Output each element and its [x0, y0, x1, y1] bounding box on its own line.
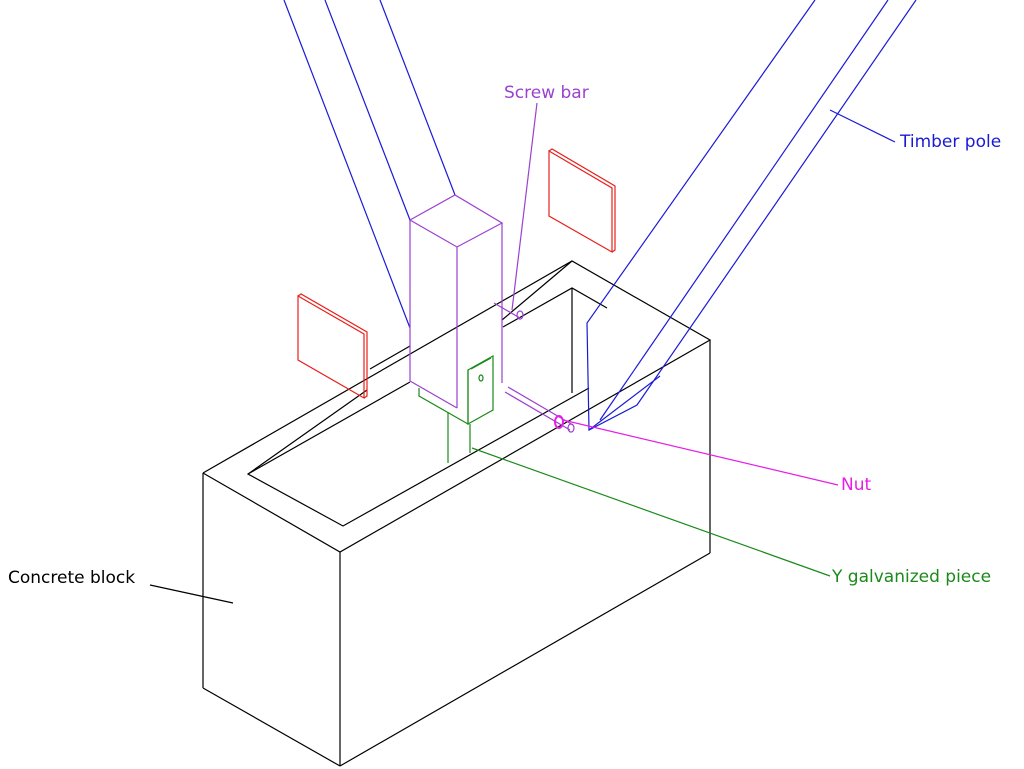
label-screw-bar: Screw bar	[504, 83, 589, 103]
nut	[554, 415, 839, 486]
y-galvanized-piece	[418, 354, 831, 577]
label-timber-pole: Timber pole	[900, 132, 1002, 152]
label-concrete-block: Concrete block	[8, 568, 136, 588]
concrete-block-leader	[149, 584, 234, 604]
label-nut: Nut	[841, 475, 872, 495]
label-y-galvanized-piece: Y galvanized piece	[832, 567, 992, 587]
timber-pole-right	[586, 0, 917, 431]
red-plates	[297, 148, 616, 400]
timber-pole-left	[283, 0, 456, 329]
concrete-block	[202, 260, 712, 767]
